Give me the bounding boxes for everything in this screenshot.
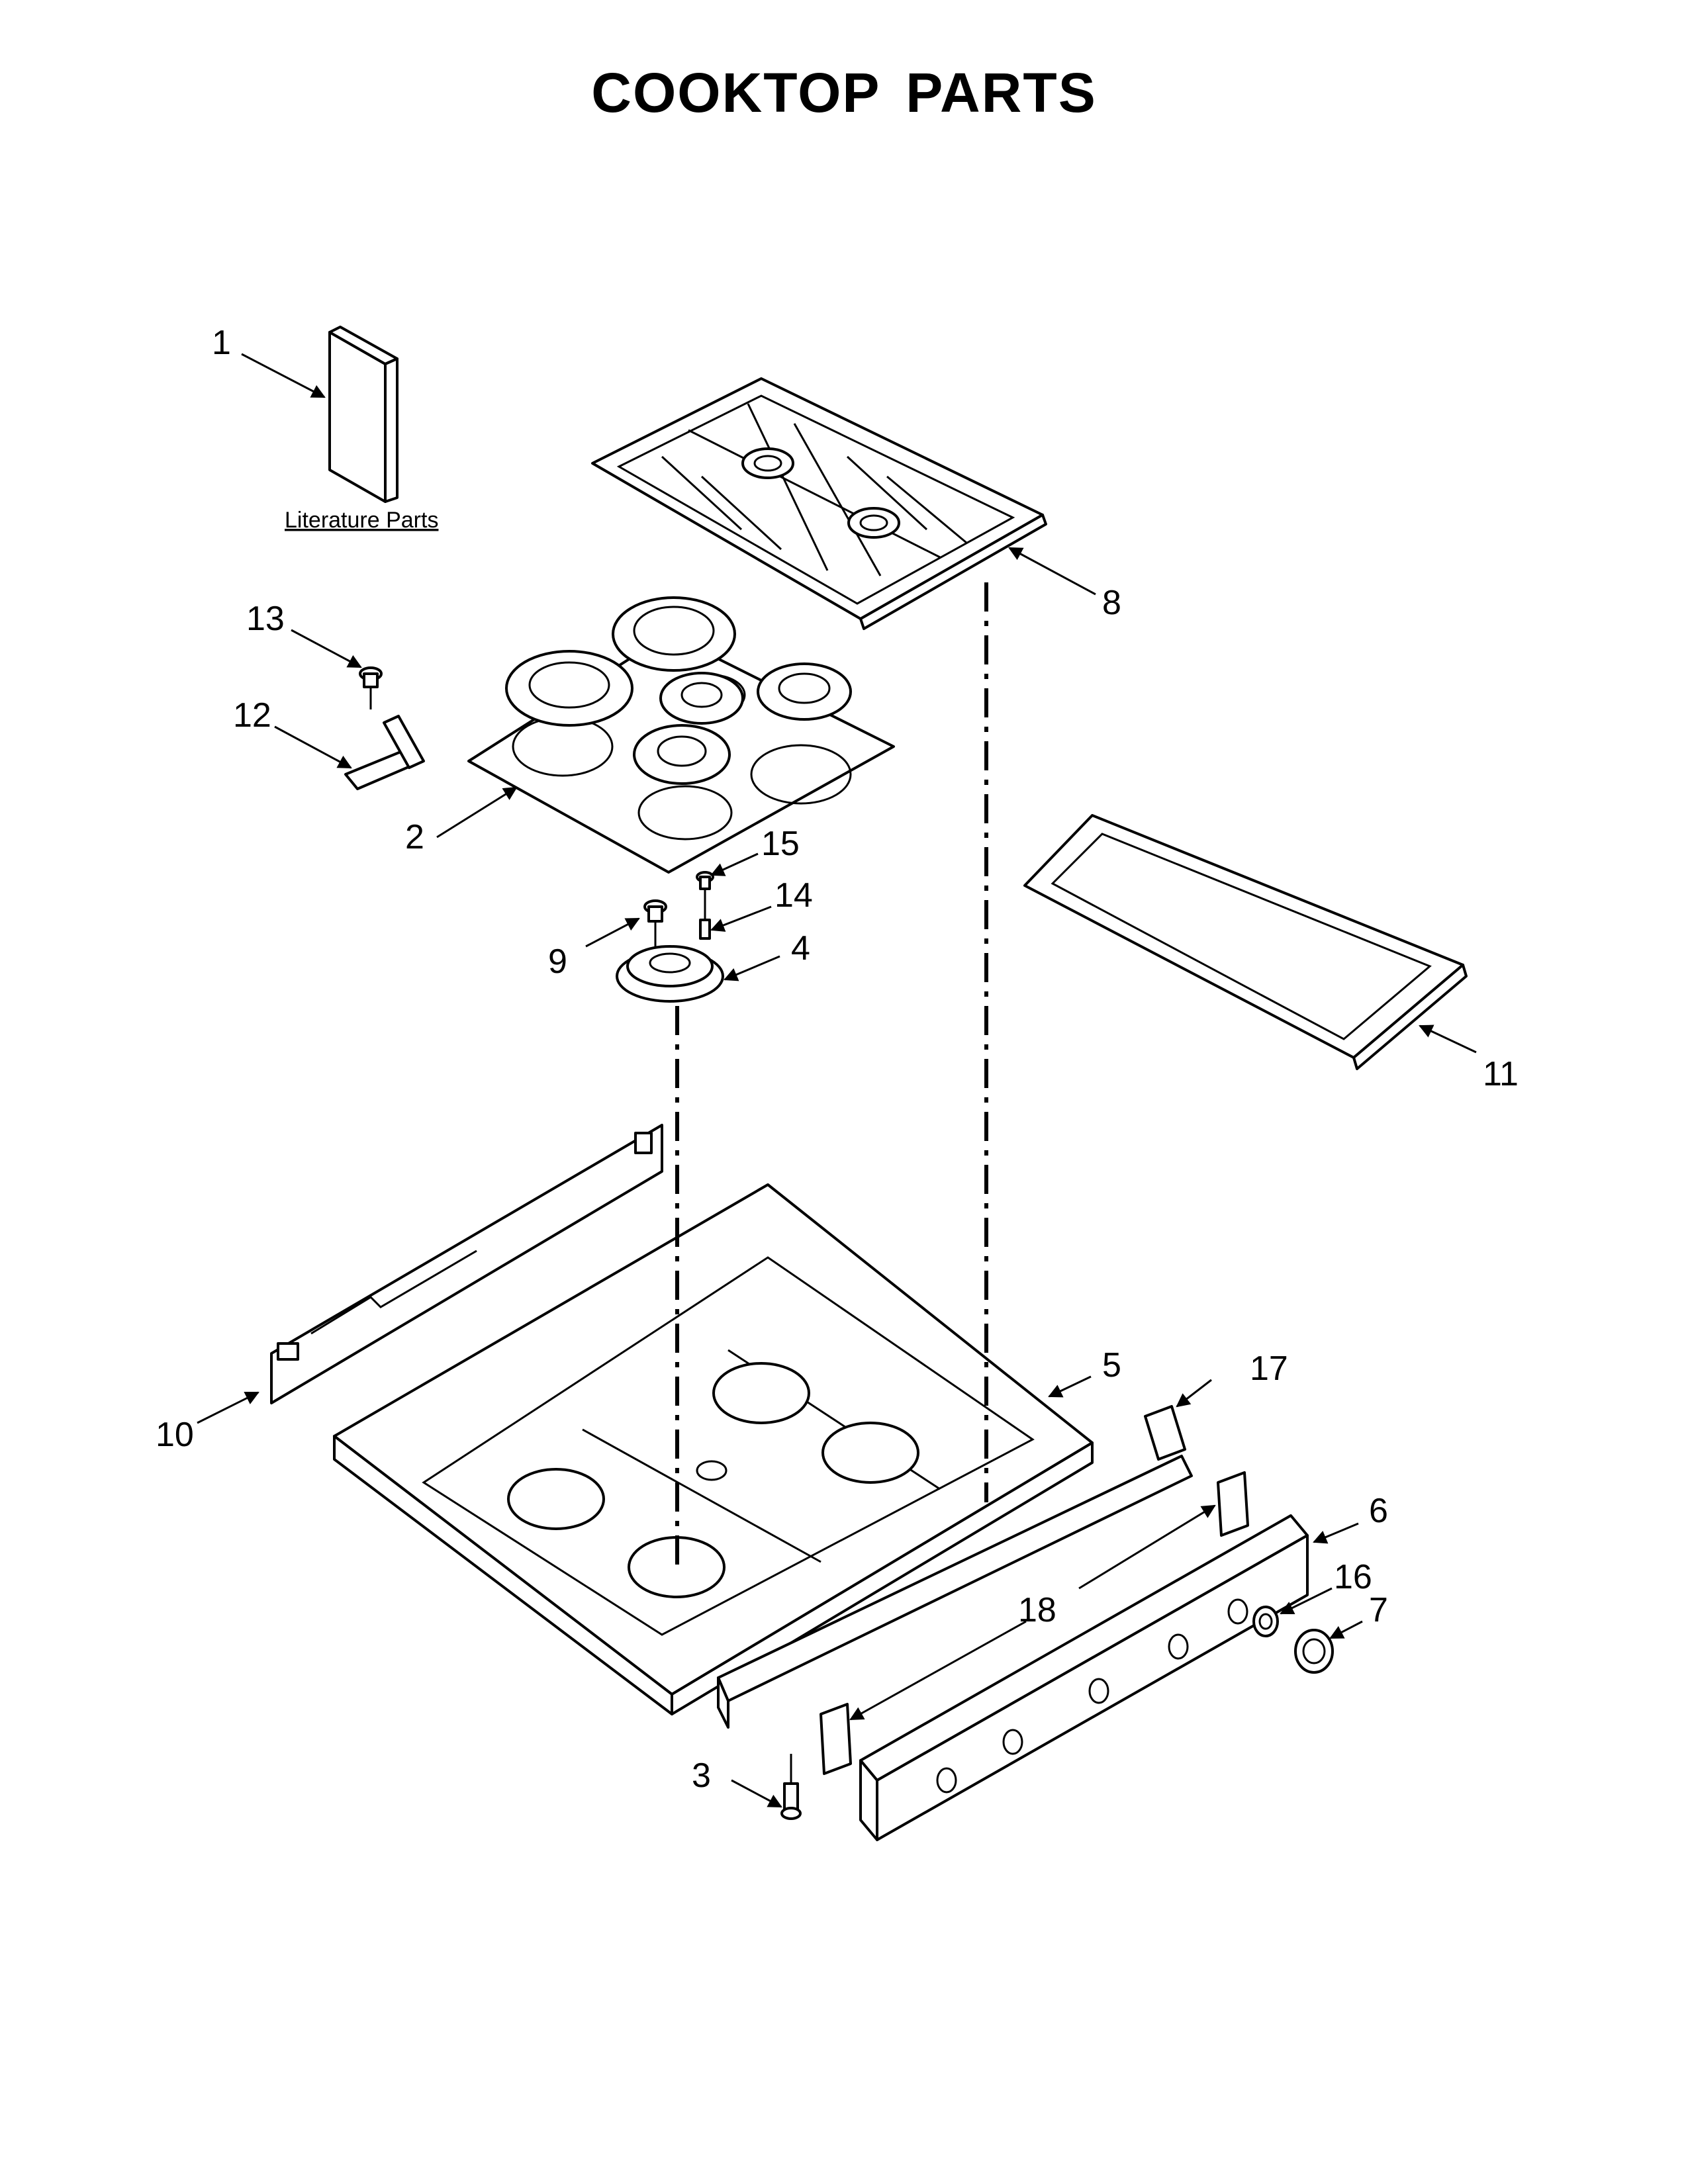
- burner-base-part-4: [616, 945, 724, 1003]
- manifold-bracket: [717, 1455, 1193, 1729]
- callout-9: 9: [548, 942, 567, 981]
- callout-14: 14: [774, 876, 813, 915]
- callout-10: 10: [156, 1416, 194, 1454]
- knob-part-7: [1294, 1629, 1334, 1674]
- screw-part-3: [780, 1754, 802, 1820]
- bracket-part-12: [344, 715, 425, 790]
- bracket-part-18: [820, 1471, 1249, 1775]
- callout-17: 17: [1250, 1349, 1288, 1388]
- leader-lines: [197, 353, 1477, 1808]
- callout-13: 13: [246, 600, 285, 638]
- callout-15: 15: [761, 825, 800, 863]
- callout-16: 16: [1334, 1558, 1372, 1596]
- callout-5: 5: [1102, 1346, 1121, 1385]
- callout-3: 3: [692, 1756, 711, 1795]
- burner-caps: [505, 596, 852, 785]
- cooktop-grates: [591, 377, 1047, 630]
- callout-11: 11: [1483, 1055, 1519, 1093]
- literature-parts-label: Literature Parts: [285, 508, 438, 533]
- rear-panel-part-10: [270, 1124, 663, 1404]
- bracket-part-17: [1144, 1405, 1186, 1461]
- callout-numbers: 1 2 3 4 5 6 7 8 9 10 11 12 13 14 15 16 1…: [156, 324, 1519, 1795]
- screw-part-9: [643, 899, 667, 946]
- bezel-part-16: [1252, 1606, 1279, 1637]
- callout-8: 8: [1102, 584, 1121, 622]
- callout-2: 2: [405, 818, 424, 856]
- page-title: COOKTOP PARTS: [591, 62, 1097, 124]
- screw-part-15: [696, 871, 714, 890]
- callout-12: 12: [233, 696, 271, 735]
- literature-booklet: [328, 326, 399, 503]
- callout-6: 6: [1369, 1492, 1388, 1530]
- callout-7: 7: [1369, 1591, 1388, 1629]
- callout-4: 4: [791, 929, 810, 968]
- griddle-part-11: [1023, 814, 1468, 1070]
- callout-18: 18: [1018, 1591, 1056, 1629]
- screw-part-13: [359, 666, 383, 709]
- main-top-part-5: [333, 1183, 1094, 1715]
- cooktop-surface: [467, 596, 895, 874]
- manifold-panel-part-6: [859, 1514, 1309, 1841]
- callout-1: 1: [212, 324, 231, 362]
- electrode-part-14: [699, 890, 711, 940]
